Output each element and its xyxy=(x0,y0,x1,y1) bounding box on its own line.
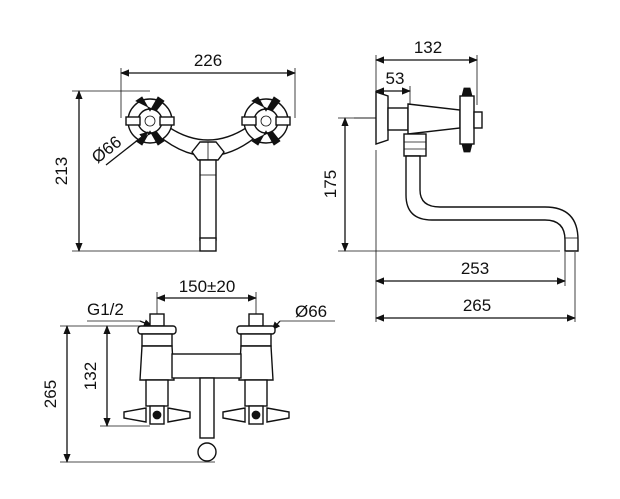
bottom-view: G1/2 150±20 Ø66 xyxy=(41,277,335,463)
wall-flange xyxy=(375,91,389,145)
left-inlet xyxy=(123,313,191,425)
side-wall-label: 53 xyxy=(386,69,405,88)
side-body xyxy=(387,107,409,131)
bottom-body xyxy=(171,353,242,379)
right-inlet xyxy=(222,313,290,425)
side-reach-label: 253 xyxy=(461,259,489,278)
front-height-label: 213 xyxy=(52,157,71,185)
side-depth-label: 132 xyxy=(414,38,442,57)
bottom-diameter-label: Ø66 xyxy=(295,302,327,321)
front-diameter-label: Ø66 xyxy=(88,132,125,167)
spout-bottom xyxy=(199,377,215,439)
side-total-label: 265 xyxy=(463,296,491,315)
front-width-label: 226 xyxy=(194,51,222,70)
left-handle xyxy=(125,96,175,146)
side-view: 132 53 175 253 xyxy=(321,38,579,322)
front-view: 226 213 xyxy=(52,51,296,252)
spout-outlet xyxy=(197,442,217,462)
thread-label: G1/2 xyxy=(87,300,124,319)
side-handle xyxy=(459,87,483,153)
bottom-offset-label: 132 xyxy=(81,362,100,390)
right-handle xyxy=(241,96,291,146)
side-height-label: 175 xyxy=(321,170,340,198)
spout-front xyxy=(199,159,217,241)
bottom-total-label: 265 xyxy=(41,380,60,408)
centers-label: 150±20 xyxy=(179,277,236,296)
spout-side xyxy=(405,155,579,252)
